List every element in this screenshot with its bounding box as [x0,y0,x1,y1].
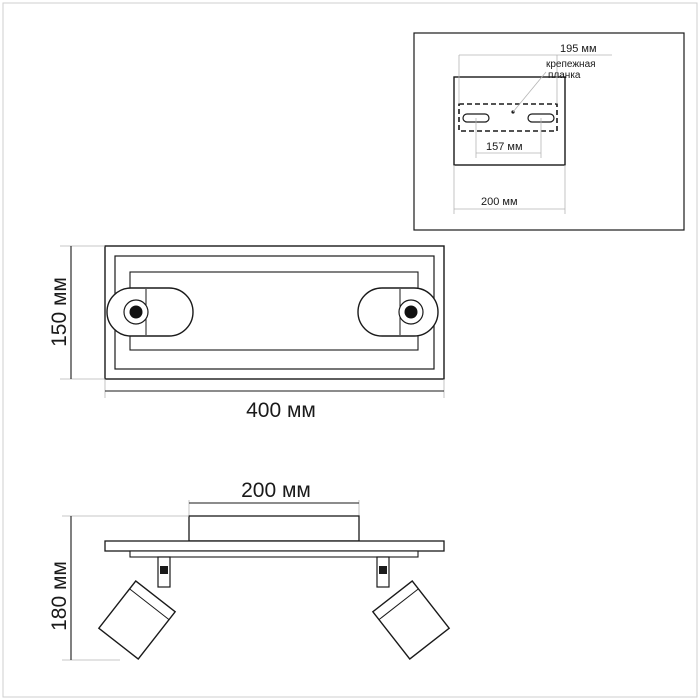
top-spot-right-lens-core [404,305,418,319]
side-mount-base [188,515,360,542]
mounting-inset: 195 мм крепежная планка 157 мм 200 мм [413,32,685,231]
mount-plate-leader [512,71,547,113]
top-spot-left-lens-core [129,305,143,319]
mount-label-line2: планка [548,70,581,81]
top-spot-left [106,287,194,337]
side-stem-left-joint [160,566,168,574]
top-height-label: 150 мм [48,277,71,347]
dim-200-inset-label: 200 мм [481,196,518,208]
side-view: 200 мм 180 мм [48,479,451,661]
dim-195-label: 195 мм [560,43,597,55]
top-width-label: 400 мм [246,399,316,422]
side-spot-left [97,579,177,661]
inset-canopy [453,76,566,166]
mount-label-line1: крепежная [546,59,596,70]
side-base-width-label: 200 мм [241,479,311,502]
top-spot-right [357,287,439,337]
top-spot-right-body [357,287,439,337]
side-spot-right [371,579,451,661]
side-spot-right-body [371,579,451,661]
side-spot-left-band [129,588,170,621]
side-spot-left-body [97,579,177,661]
top-view: 150 мм 400 мм [48,245,445,422]
side-spot-right-band [378,588,419,621]
side-height-label: 180 мм [48,561,71,631]
side-main-plate [104,540,445,552]
top-spot-left-body [106,287,194,337]
side-under-plate [129,550,419,558]
side-stem-right-joint [379,566,387,574]
dim-157-label: 157 мм [486,141,523,153]
mounting-plate-outline [458,103,558,132]
